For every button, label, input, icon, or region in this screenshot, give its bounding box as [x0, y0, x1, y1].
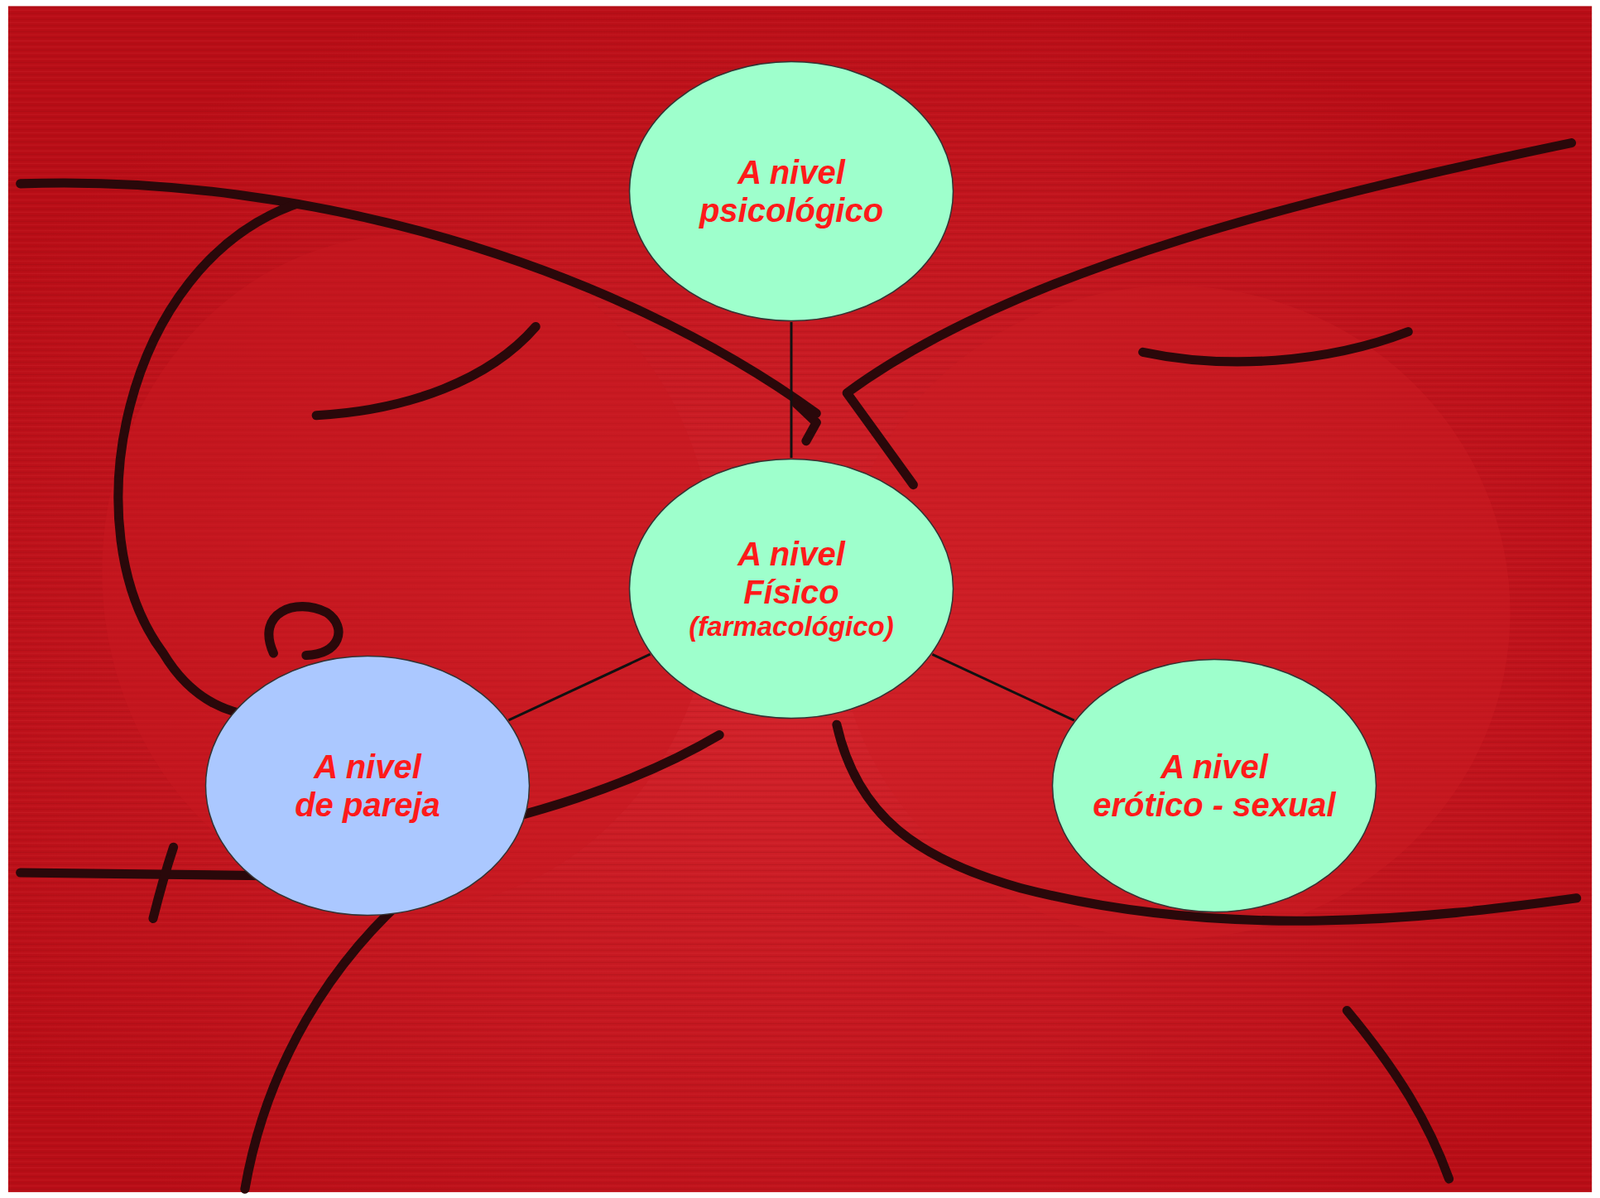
ellipse-outline — [1051, 658, 1378, 913]
node-label: A nivel erótico - sexual — [1092, 747, 1336, 824]
ellipse-fill — [629, 62, 954, 322]
ellipse-node: A nivel erótico - sexual — [1051, 658, 1378, 913]
node-label: A nivel Físico — [737, 534, 846, 611]
text-group: A nivel psicológico — [699, 153, 884, 230]
connector-line — [508, 653, 650, 721]
ellipse-outline — [628, 60, 955, 322]
node-label: (farmacológico) — [688, 610, 894, 643]
connector-line — [932, 653, 1074, 721]
connector-line — [790, 321, 793, 458]
text-group: A nivel Físico(farmacológico) — [688, 534, 894, 643]
node-label: A nivel de pareja — [294, 747, 441, 824]
ellipse-fill — [206, 656, 530, 916]
node-label: A nivel psicológico — [699, 153, 884, 230]
ellipse-fill — [1052, 659, 1377, 913]
text-group: A nivel de pareja — [294, 747, 441, 824]
ellipse-node: A nivel de pareja — [204, 654, 531, 917]
ellipse-outline — [204, 654, 531, 917]
ellipse-node: A nivel psicológico — [628, 60, 955, 322]
text-group: A nivel erótico - sexual — [1092, 747, 1336, 824]
ellipse-fill — [629, 459, 954, 719]
ellipse-node: A nivel Físico(farmacológico) — [628, 457, 955, 720]
